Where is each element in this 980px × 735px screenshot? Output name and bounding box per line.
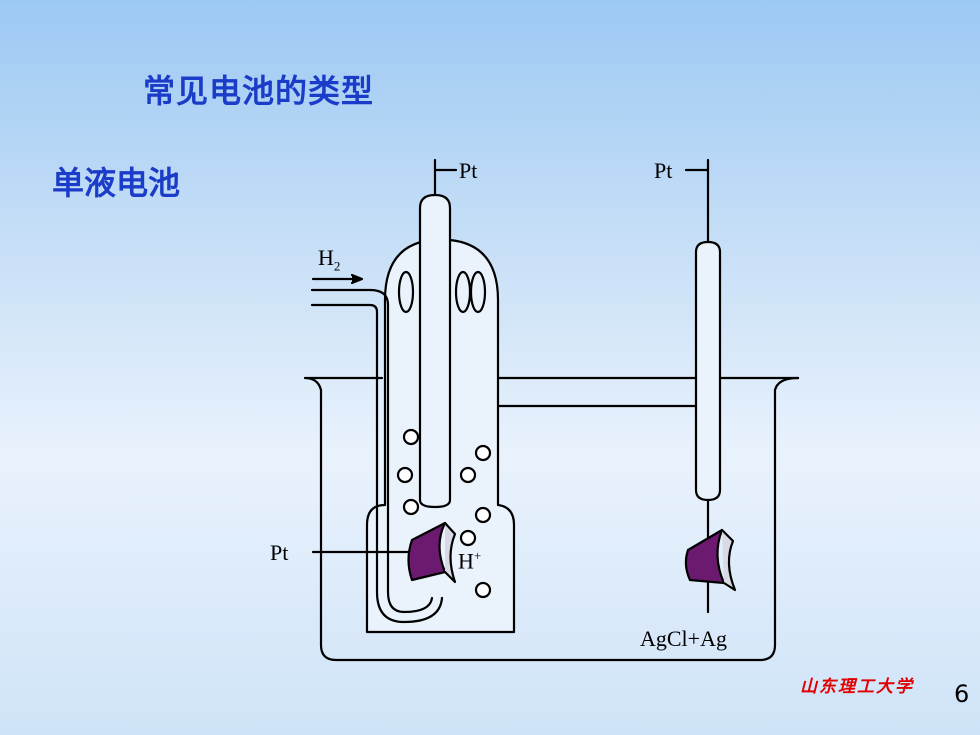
label-pt-top-left: Pt: [459, 158, 478, 183]
gas-bulb: [397, 270, 415, 314]
h2-inlet-tube-inner: [310, 303, 444, 624]
label-agcl-ag: AgCl+Ag: [640, 626, 727, 651]
pt-electrode-plate-edge: [443, 521, 457, 584]
page-number: 6: [954, 680, 970, 708]
label-h2-sub: 2: [333, 258, 341, 274]
beaker: [303, 376, 800, 662]
h2-arrow-head: [350, 273, 364, 285]
label-h-plus: H+: [458, 548, 481, 574]
label-h-plus-sup: +: [473, 548, 482, 563]
hydrogen-inner-tube: [418, 193, 452, 509]
gas-bulb: [469, 270, 487, 314]
section-title: 单液电池: [52, 164, 181, 202]
agcl-electrode-plate: [684, 528, 726, 585]
label-h2: H2: [318, 245, 340, 274]
label-h-plus-main: H: [458, 548, 474, 574]
agcl-electrode-tube: [694, 240, 722, 502]
h2-inlet-tube: [310, 288, 434, 614]
label-pt-top-right: Pt: [654, 158, 673, 183]
university-name: 山东理工大学: [800, 677, 914, 697]
label-h2-main: H: [318, 245, 334, 270]
hydrogen-bubbles: [396, 428, 492, 599]
agcl-electrode-plate-edge: [720, 528, 737, 592]
label-pt-left: Pt: [270, 540, 289, 565]
slide-title: 常见电池的类型: [143, 72, 375, 110]
